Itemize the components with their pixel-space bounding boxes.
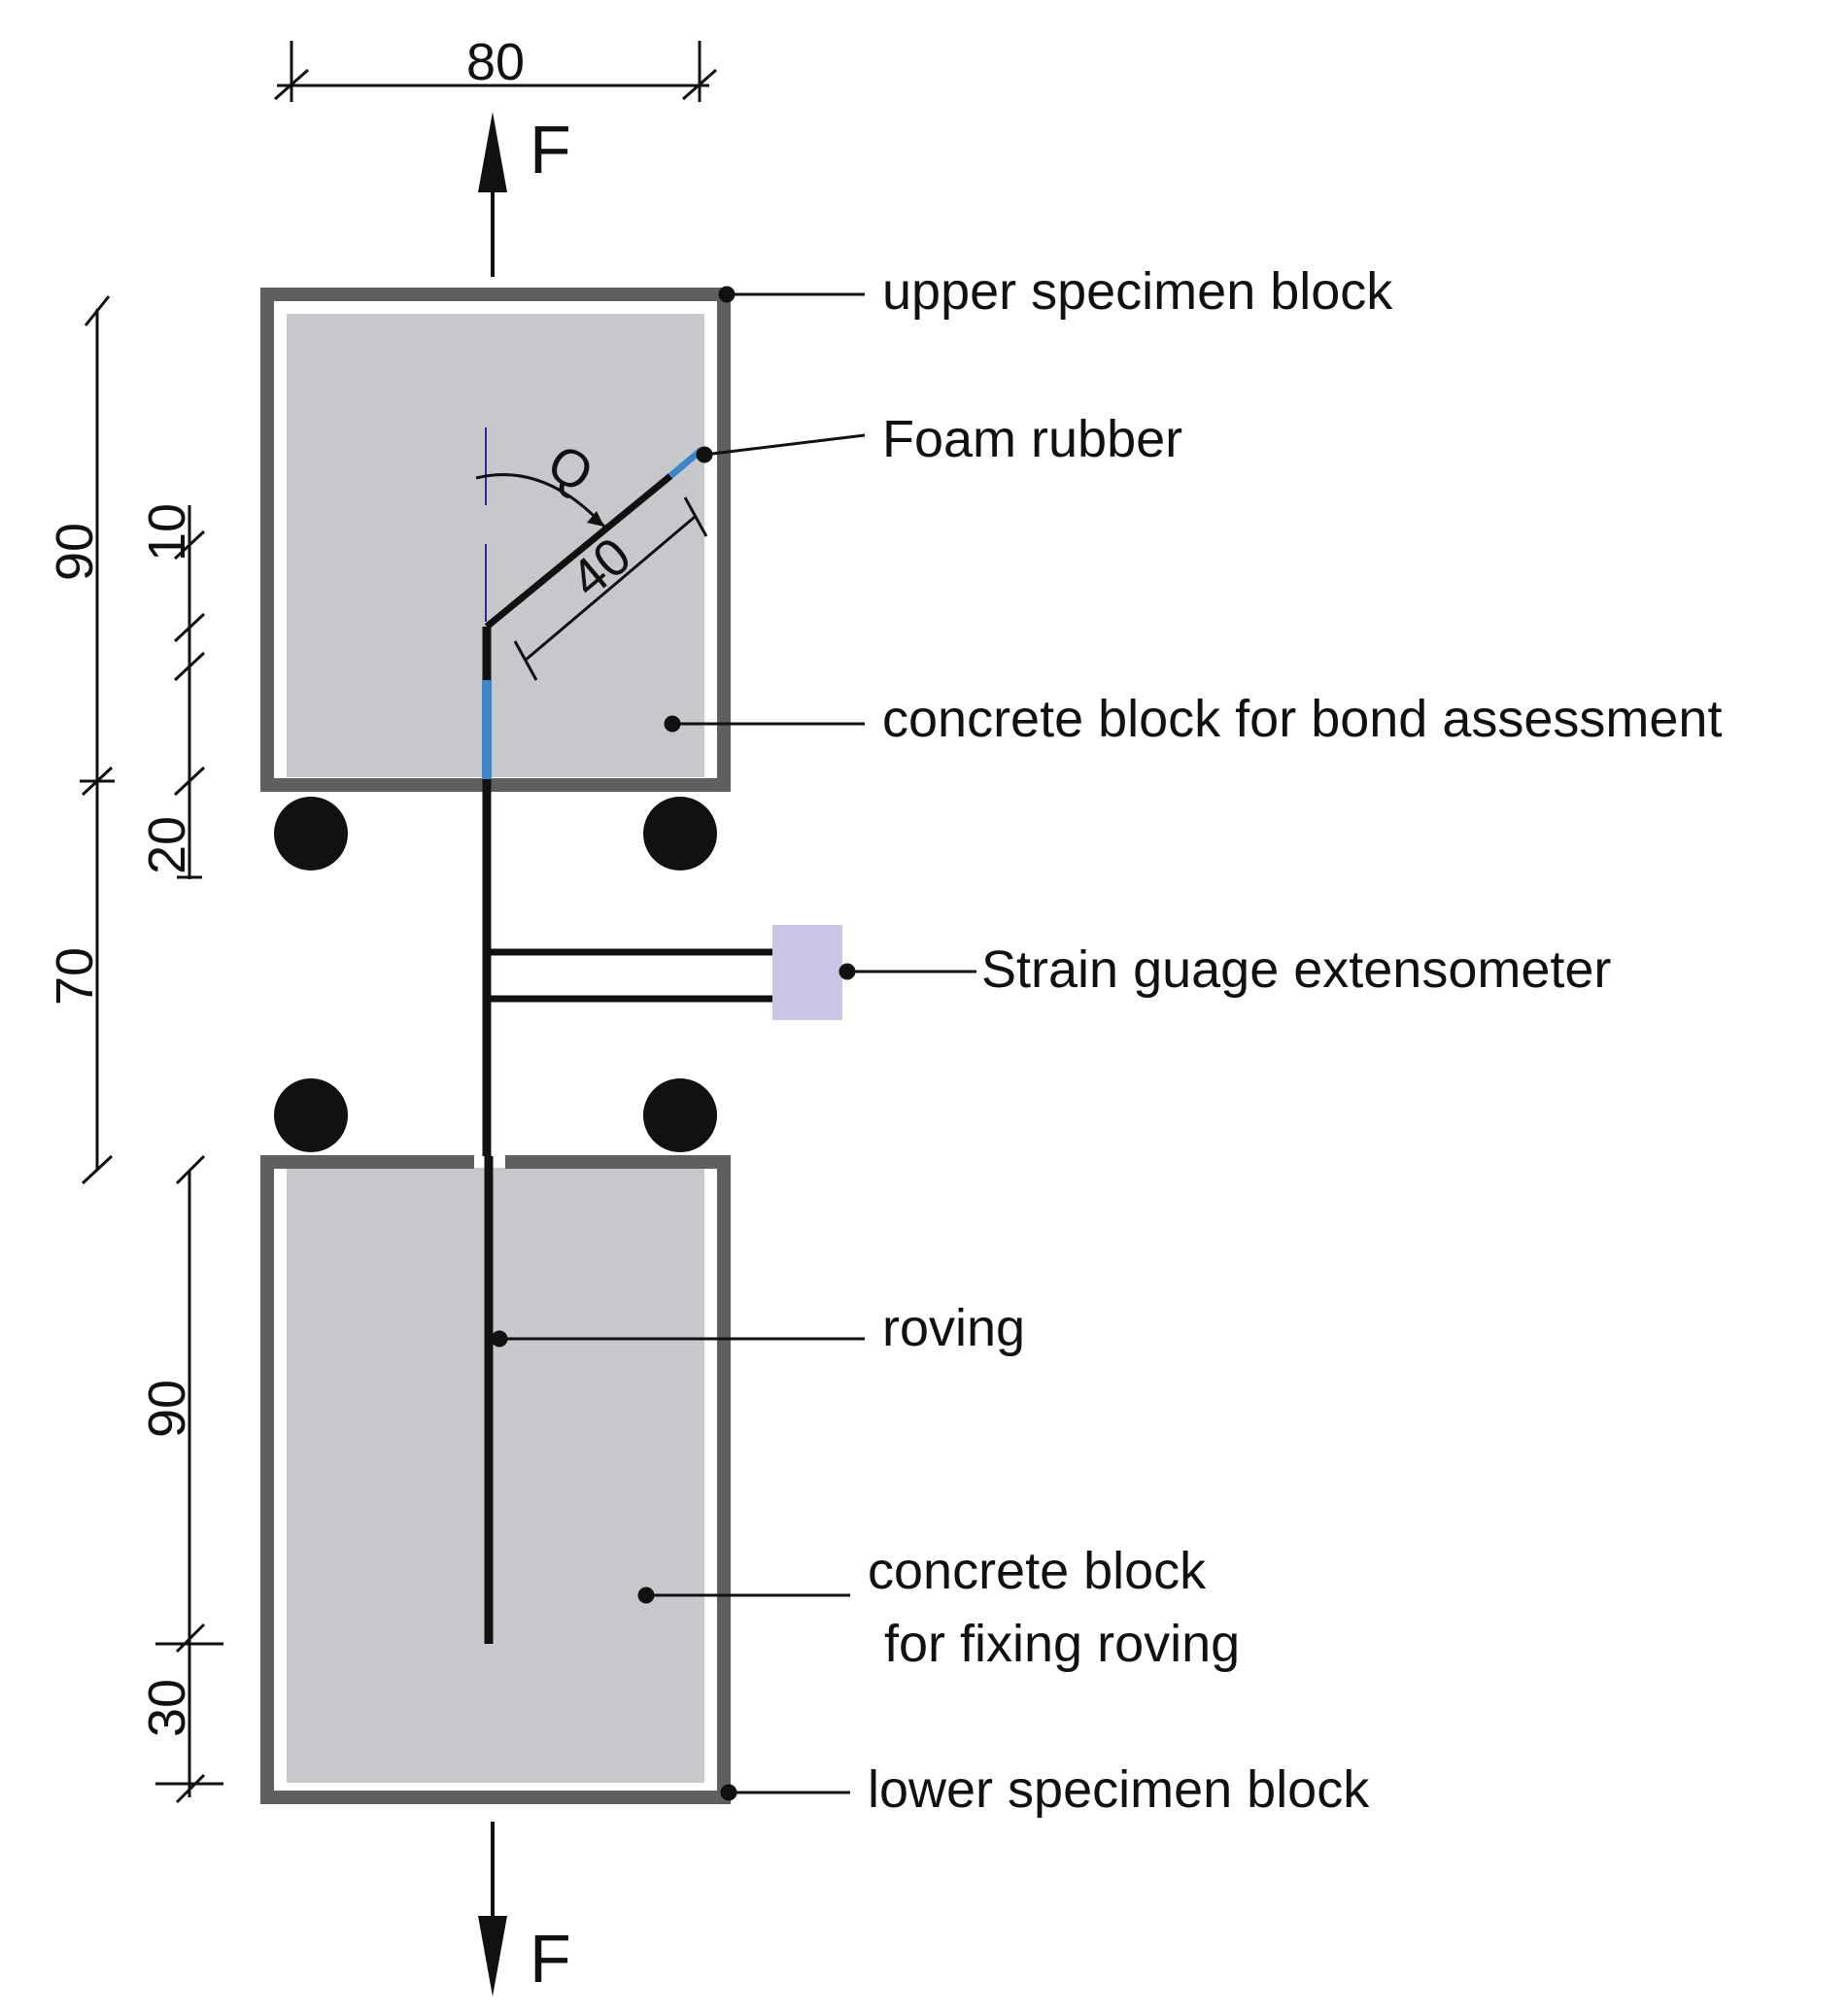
- top-force-arrow: [478, 112, 507, 277]
- roving-label: roving: [882, 1299, 1025, 1357]
- support-rollers: [274, 797, 717, 1152]
- upper-height-label: 90: [46, 523, 104, 581]
- angle-arc: [475, 473, 606, 529]
- bond-block-label: concrete block for bond assessment: [882, 690, 1722, 748]
- fixing-block-label-line1: concrete block: [868, 1542, 1207, 1600]
- upper-specimen-block: [260, 288, 731, 792]
- strain-gauge-extensometer: [491, 925, 842, 1020]
- width-dimension-label: 80: [466, 33, 525, 91]
- width-dimension: [274, 41, 717, 102]
- leader-lines: [491, 286, 976, 1801]
- lower-specimen-block-label: lower specimen block: [868, 1760, 1370, 1819]
- bond-length-dimension: [513, 496, 708, 681]
- bottom-force-label: F: [530, 1921, 571, 1997]
- top-force-label: F: [530, 112, 571, 188]
- extensometer-label: Strain guage extensometer: [981, 940, 1611, 999]
- bond-concrete-block: [287, 314, 704, 777]
- bottom-force-arrow: [478, 1822, 507, 1997]
- lower-specimen-block: [260, 1155, 731, 1804]
- upper-specimen-block-label: upper specimen block: [882, 262, 1393, 321]
- left-dimension-lines: [80, 295, 223, 1804]
- foam-rubber-label: Foam rubber: [882, 410, 1182, 468]
- gap-70-label: 70: [46, 947, 104, 1006]
- gap-20-label: 20: [138, 816, 196, 874]
- fixing-block-label-line2: for fixing roving: [884, 1615, 1240, 1673]
- bottom-30-label: 30: [138, 1679, 196, 1737]
- lower-height-label: 90: [138, 1380, 196, 1438]
- foam-length-label: 10: [138, 503, 196, 562]
